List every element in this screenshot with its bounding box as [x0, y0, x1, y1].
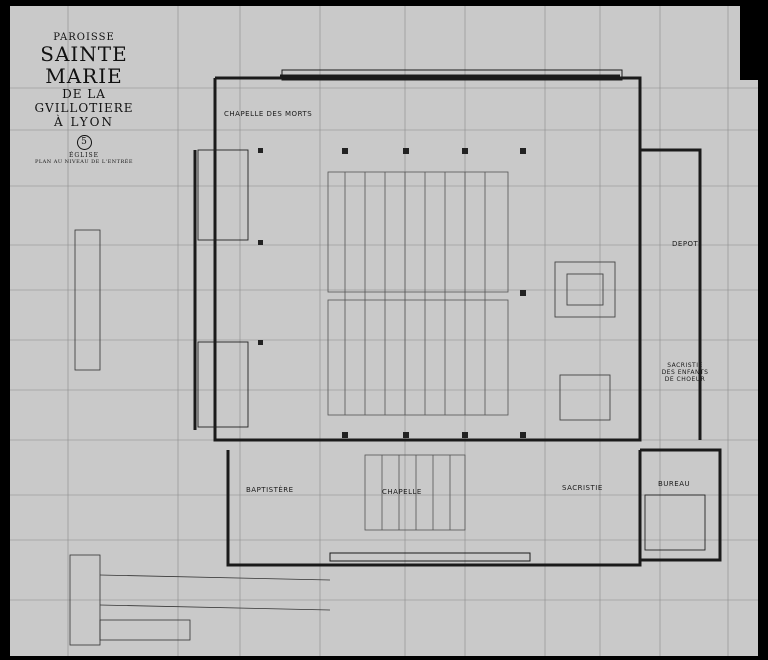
- title-line-4: À LYON: [54, 115, 114, 129]
- subtitle-2: PLAN AU NIVEAU DE L'ENTRÉE: [34, 159, 134, 165]
- hatched-facade: [281, 69, 623, 562]
- room-label-depot: DEPOT: [672, 240, 699, 248]
- title-line-1: PAROISSE: [53, 32, 115, 43]
- title-block: PAROISSE SAINTE MARIE DE LA GVILLOTIERE …: [14, 32, 154, 165]
- paper-background: [6, 6, 758, 656]
- room-label-baptistere: BAPTISTÈRE: [246, 486, 294, 494]
- sheet-number: 5: [76, 135, 92, 150]
- exterior-approach: [69, 229, 331, 646]
- room-label-bureau: BUREAU: [658, 480, 691, 488]
- grid-lines: [6, 6, 758, 656]
- room-label-chapelle: CHAPELLE: [382, 488, 422, 496]
- main-walls: [193, 74, 722, 567]
- choir-altar: [554, 261, 616, 421]
- stairs: [197, 149, 706, 551]
- room-label-sacristie-enfants: SACRISTIE DES ENFANTS DE CHOEUR: [661, 362, 709, 383]
- nave-pews: [327, 171, 509, 416]
- scan-edge-top-right: [740, 0, 768, 80]
- chapel-pews: [364, 454, 466, 531]
- room-label-sacristie: SACRISTIE: [562, 484, 603, 492]
- title-line-2: SAINTE MARIE: [40, 42, 128, 88]
- title-line-3: DE LA GVILLOTIERE: [34, 87, 134, 115]
- room-label-chapelle-des-morts: CHAPELLE DES MORTS: [224, 110, 313, 118]
- scan-edge-left: [0, 0, 10, 660]
- subtitle: ÉGLISE: [68, 152, 100, 159]
- columns: [258, 148, 526, 438]
